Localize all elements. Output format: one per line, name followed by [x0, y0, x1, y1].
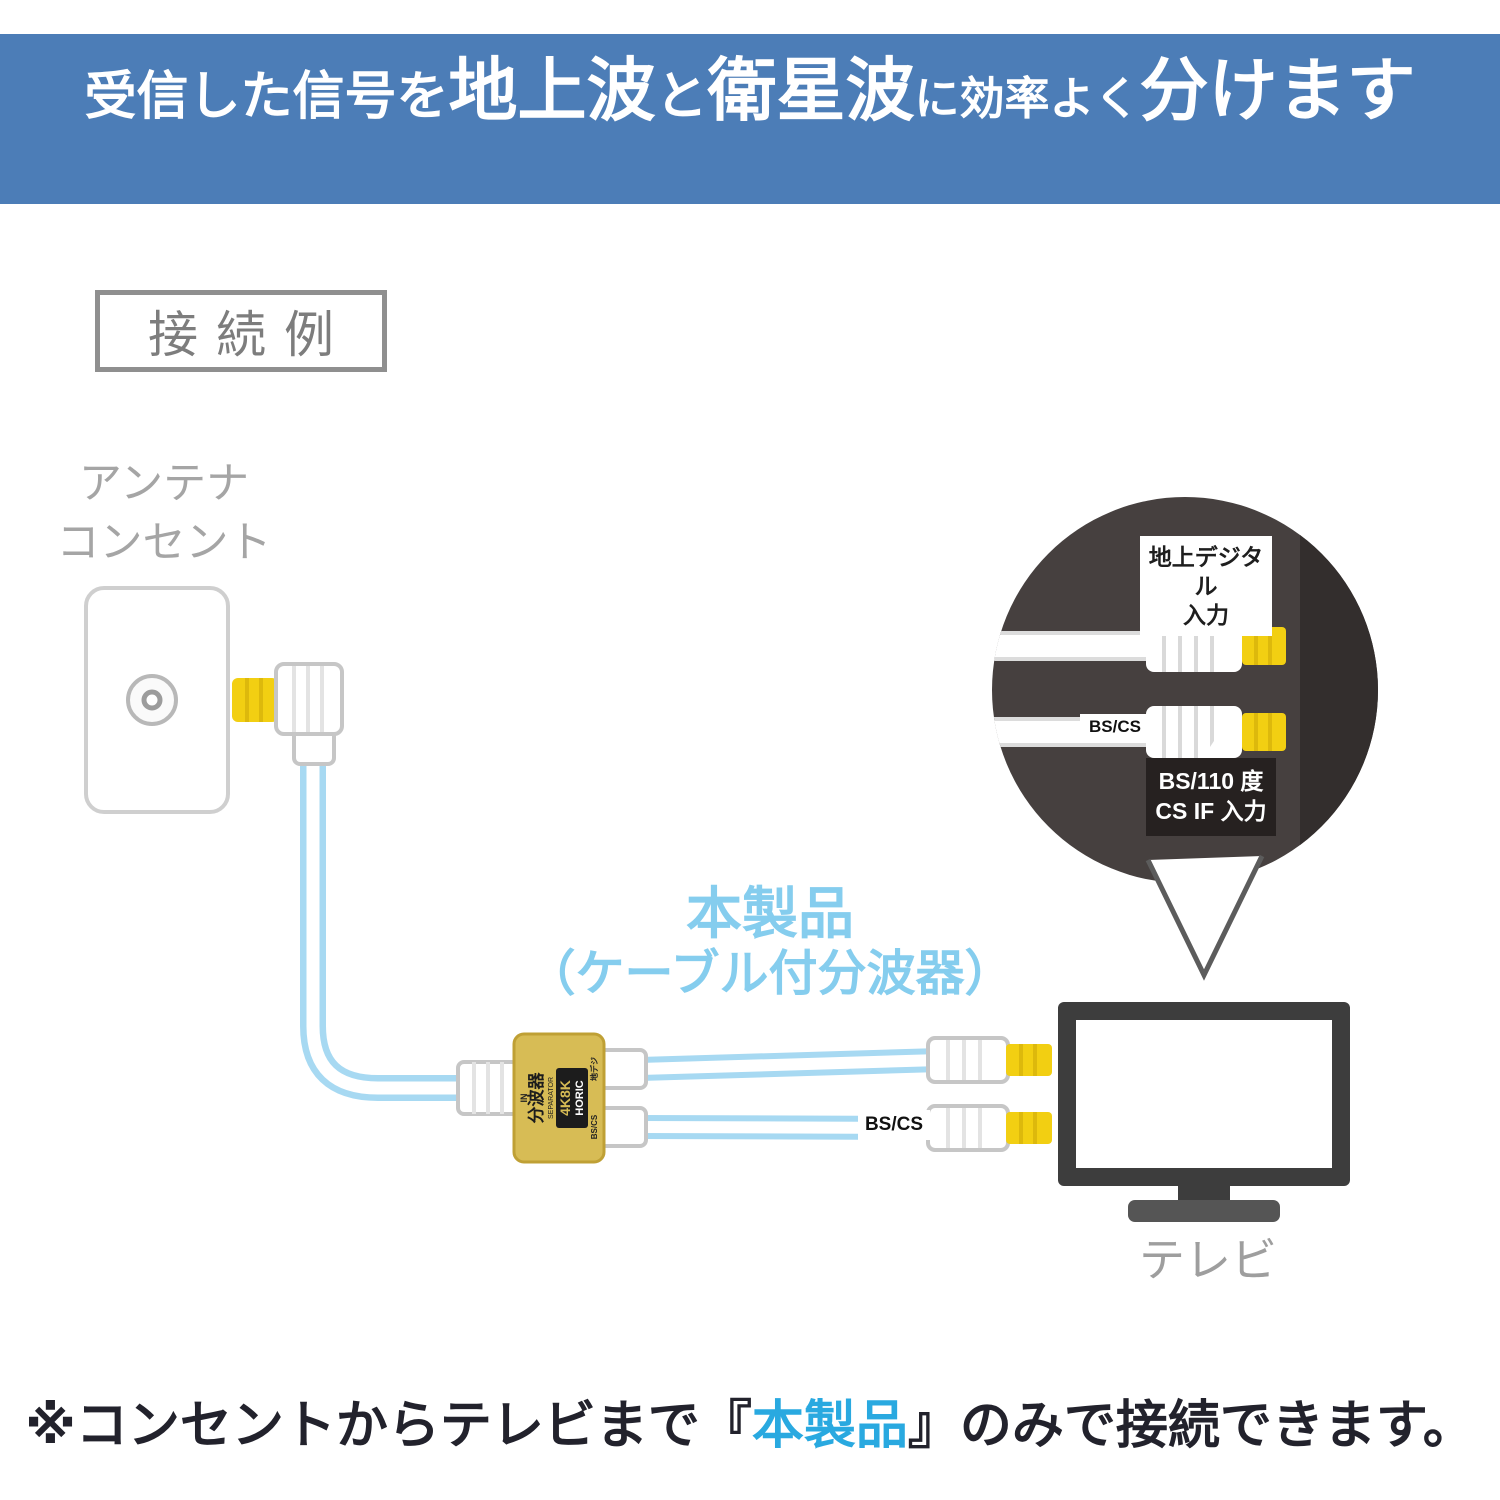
terrestrial-cable-inner [634, 1054, 946, 1075]
splitter-brand-top-text: 4K8K [557, 1080, 573, 1116]
magnifier-satellite-label-line1: BS/110 度 [1158, 768, 1264, 794]
header-text-part3: に効率よく [914, 73, 1140, 124]
terrestrial-tv-connector-tip-ridges [1019, 1044, 1037, 1076]
header-text-emphasis1: 地上波 [448, 52, 656, 129]
magnifier-satellite-connector-tip [1242, 713, 1286, 751]
magnifier-terrestrial-label: 地上デジタル 入力 [1140, 536, 1272, 637]
header-banner: 受信した信号を 地上波 と 衛星波 に効率よく 分けます [0, 34, 1500, 204]
splitter-brand-bottom-text: HORIC [574, 1080, 586, 1116]
terrestrial-tv-connector-ridges [946, 1040, 982, 1080]
magnifier-terrestrial-connector-tip [1242, 627, 1286, 665]
footer-highlight: 本製品 [751, 1397, 908, 1455]
header-text-part1: 受信した信号を [84, 68, 449, 126]
magnifier-terrestrial-label-line1: 地上デジタル [1148, 544, 1264, 599]
main-cable-outer [300, 735, 483, 1101]
product-label-line1: 本製品 [686, 882, 854, 945]
splitter-input-ridges [472, 1062, 504, 1114]
satellite-tv-connector-ridges [946, 1108, 982, 1148]
footer-prefix: ※コンセントからテレビまで [25, 1397, 700, 1455]
splitter-name-print: 分波器 SEPARATOR [526, 1072, 555, 1124]
splitter-name-text: 分波器 [526, 1072, 546, 1124]
magnifier-circle [992, 497, 1378, 883]
magnifier-satellite-connector-tip-ridges [1254, 713, 1272, 751]
tv-stand-neck [1178, 1186, 1230, 1202]
terrestrial-tv-connector-tip [1006, 1044, 1052, 1076]
magnifier-satellite-label: BS/110 度 CS IF 入力 [1146, 758, 1276, 836]
splitter-name-en-text: SEPARATOR [548, 1077, 555, 1119]
splitter-out2-text: BS/CS [590, 1114, 599, 1139]
magnifier-satellite-pointer [1200, 738, 1232, 762]
splitter-brand-badge [556, 1068, 588, 1128]
splitter: IN 分波器 SEPARATOR 4K8K HORIC 地デジ BS/CS [456, 1032, 648, 1164]
splitter-out1-print: 地デジ [589, 1057, 599, 1081]
tv-stand-base [1128, 1200, 1280, 1222]
section-label-box: 接続例 [95, 290, 387, 372]
satellite-tv-connector [926, 1104, 1052, 1152]
splitter-out1-text: 地デジ [589, 1057, 599, 1081]
tv-screen [1076, 1020, 1332, 1168]
magnifier-dark-band [1300, 497, 1378, 883]
splitter-out2-print: BS/CS [590, 1114, 599, 1139]
magnifier-bscs-tag: BS/CS [1080, 714, 1150, 740]
header-text-part2: と [655, 68, 708, 126]
outlet-port-pin [141, 689, 163, 711]
magnifier-terrestrial-label-line2: 入力 [1183, 601, 1229, 628]
antenna-outlet-label-line2: コンセント [56, 519, 272, 568]
footer-close-bracket: 』 [907, 1397, 960, 1455]
antenna-outlet-label: アンテナ コンセント [28, 455, 300, 574]
footer-note: ※コンセントからテレビまで『本製品』のみで接続できます。 [0, 1383, 1500, 1458]
tv [1058, 1002, 1350, 1222]
header-text-emphasis3: 分けます [1139, 52, 1416, 129]
tv-label: テレビ [1139, 1234, 1277, 1286]
splitter-in-text: IN [519, 1094, 529, 1103]
satellite-tv-connector-tip [1006, 1112, 1052, 1144]
product-label-line2: （ケーブル付分波器） [526, 947, 1014, 1002]
magnifier-terrestrial-connector-ridges [1162, 620, 1214, 672]
antenna-outlet-label-line1: アンテナ [78, 460, 250, 508]
magnifier-bubble [992, 497, 1378, 981]
splitter-in-label: IN [519, 1094, 529, 1103]
l-plug [232, 662, 344, 766]
l-plug-tip [232, 678, 278, 722]
footer-suffix: のみで接続できます。 [959, 1397, 1475, 1455]
satellite-tv-connector-body [926, 1104, 1010, 1152]
splitter-brand-print: 4K8K HORIC [557, 1080, 586, 1116]
terrestrial-tv-connector-body [926, 1036, 1010, 1084]
section-label: 接続例 [148, 307, 352, 363]
magnifier-tail [1145, 854, 1265, 981]
main-cable [300, 735, 483, 1101]
header-text-emphasis2: 衛星波 [707, 52, 915, 129]
main-cable-inner [306, 741, 477, 1095]
product-label: 本製品 （ケーブル付分波器） [500, 882, 1040, 1003]
l-plug-body-ridges [292, 666, 324, 732]
footer-open-bracket: 『 [699, 1397, 752, 1455]
antenna-outlet [84, 586, 230, 814]
l-plug-tip-ridges [245, 678, 263, 722]
magnifier-satellite-connector-ridges [1162, 706, 1214, 758]
terrestrial-tv-connector [926, 1036, 1052, 1084]
magnifier-satellite-label-line2: CS IF 入力 [1155, 797, 1267, 824]
satellite-tv-connector-tip-ridges [1019, 1112, 1037, 1144]
cable-bscs-tag: BS/CS [858, 1110, 930, 1140]
